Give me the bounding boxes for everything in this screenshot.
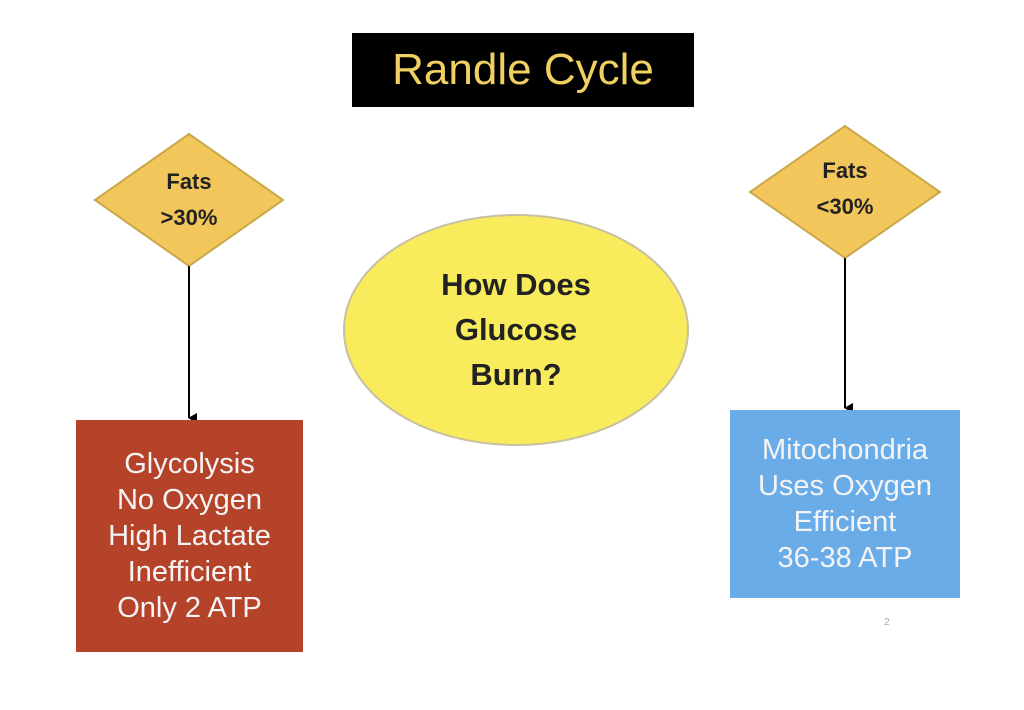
outcome-line: Mitochondria [761, 434, 929, 466]
outcome-line: No Oxygen [116, 484, 263, 516]
glycolysis-box: Glycolysis No Oxygen High Lactate Ineffi… [76, 420, 303, 652]
right-condition-label: Fats <30% [785, 153, 905, 225]
center-question: How Does Glucose Burn? [396, 262, 636, 397]
outcome-line: High Lactate [108, 520, 271, 552]
page-number: 2 [884, 617, 890, 628]
left-condition-line1: Fats [166, 169, 212, 194]
right-condition-line2: <30% [816, 194, 874, 219]
mitochondria-box: Mitochondria Uses Oxygen Efficient 36-38… [730, 410, 960, 598]
outcome-line: Efficient [793, 506, 897, 538]
title-banner: Randle Cycle [352, 33, 694, 107]
outcome-line: 36-38 ATP [777, 542, 913, 574]
center-line: How Does [441, 267, 591, 302]
left-condition-line2: >30% [160, 205, 218, 230]
right-condition-line1: Fats [822, 158, 868, 183]
center-line: Glucose [454, 312, 578, 347]
center-line: Burn? [470, 357, 562, 392]
title-text: Randle Cycle [392, 45, 654, 94]
center-ellipse [343, 214, 689, 446]
outcome-line: Only 2 ATP [117, 592, 262, 624]
outcome-line: Uses Oxygen [757, 470, 933, 502]
outcome-line: Glycolysis [124, 448, 255, 480]
outcome-line: Inefficient [127, 556, 252, 588]
left-condition-label: Fats >30% [129, 164, 249, 236]
